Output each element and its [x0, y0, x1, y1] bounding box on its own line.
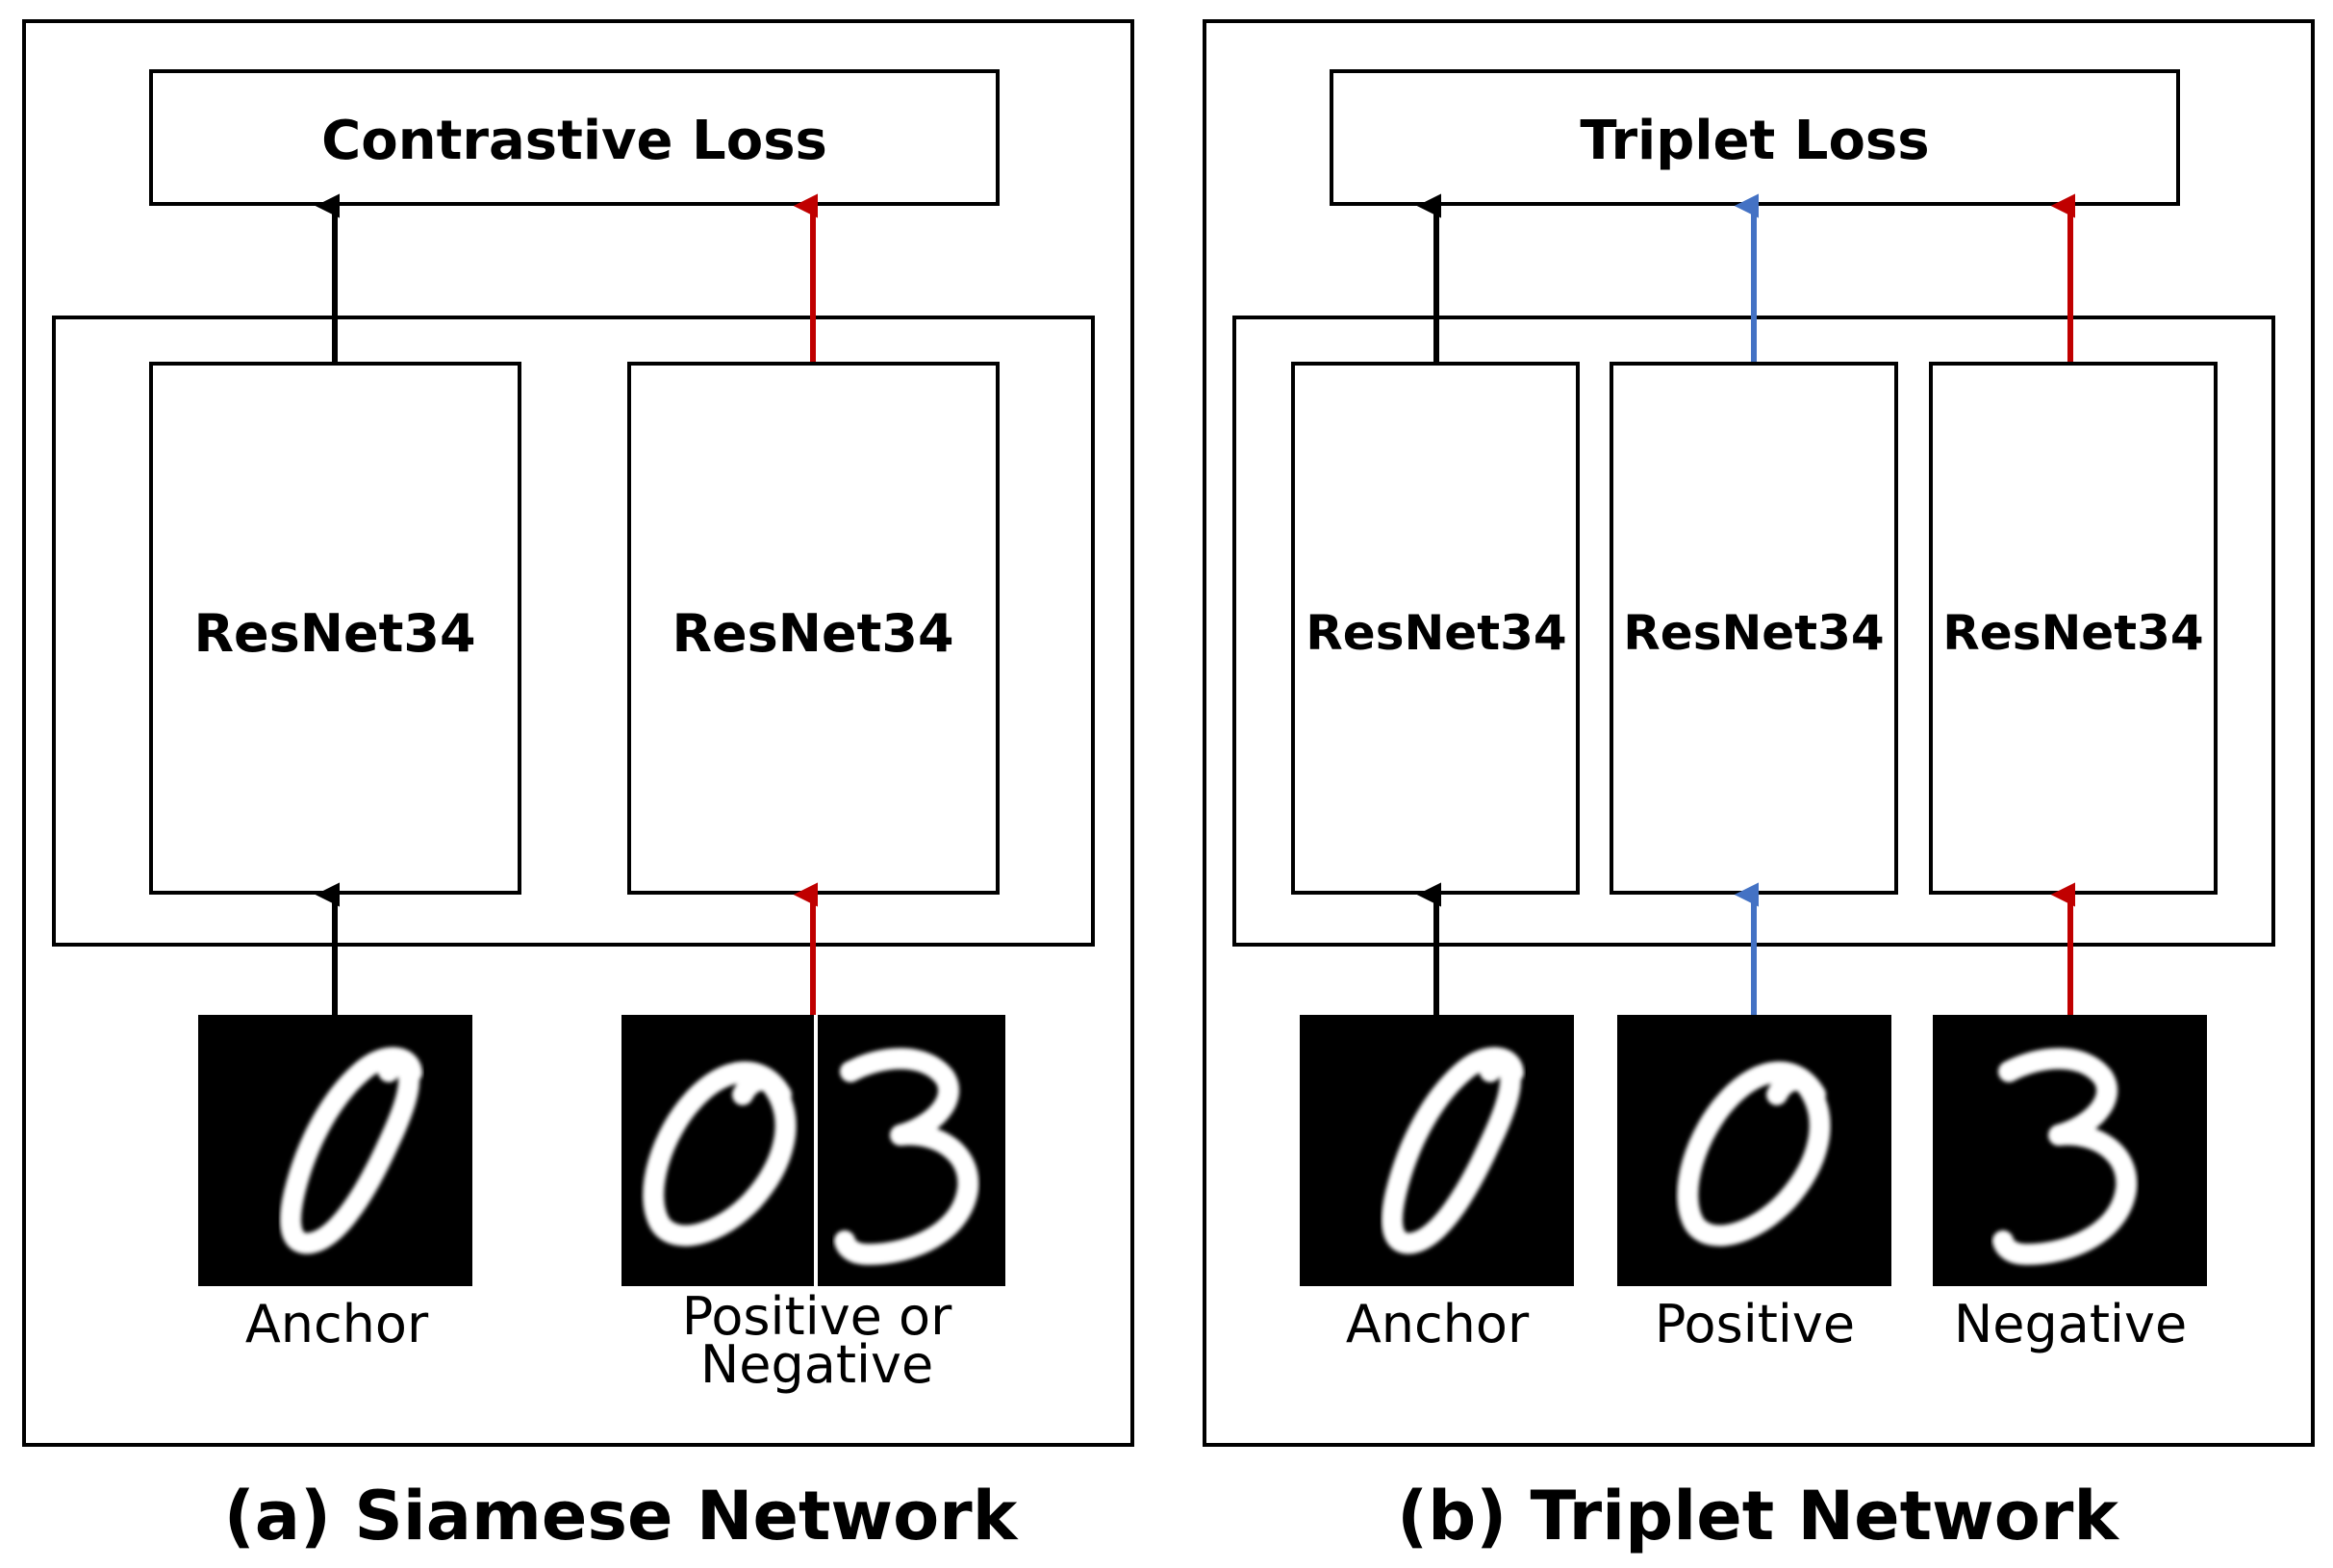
siamese-negative-digit-image	[818, 1015, 1005, 1286]
siamese-resnet-label-pair: ResNet34	[672, 603, 953, 664]
siamese-caption: (a) Siamese Network	[224, 1477, 1019, 1555]
triplet-anchor-digit-image	[1300, 1015, 1574, 1286]
contrastive-loss-label: Contrastive Loss	[321, 110, 827, 172]
siamese-resnet-box-anchor	[149, 362, 521, 895]
siamese-pair-label-line1: Positive or	[682, 1286, 952, 1347]
triplet-resnet-label-negative: ResNet34	[1942, 605, 2203, 661]
triplet-resnet-box-anchor	[1291, 362, 1580, 895]
siamese-panel: Contrastive Loss ResNet34 ResNet34 Ancho…	[22, 19, 1134, 1555]
triplet-positive-digit-image	[1617, 1015, 1891, 1286]
triplet-resnet-box-negative	[1929, 362, 2218, 895]
triplet-resnet-label-positive: ResNet34	[1623, 605, 1884, 661]
triplet-panel: Triplet Loss ResNet34 ResNet34 ResNet34	[1203, 19, 2315, 1555]
triplet-resnet-box-positive	[1610, 362, 1898, 895]
triplet-loss-label: Triplet Loss	[1580, 110, 1929, 172]
triplet-resnet-label-anchor: ResNet34	[1306, 605, 1566, 661]
siamese-anchor-digit-image	[198, 1015, 472, 1286]
siamese-anchor-label: Anchor	[245, 1294, 429, 1354]
triplet-loss-box	[1330, 69, 2180, 206]
triplet-caption: (b) Triplet Network	[1397, 1477, 2119, 1555]
triplet-positive-label: Positive	[1655, 1294, 1855, 1354]
contrastive-loss-box	[149, 69, 1000, 206]
triplet-negative-label: Negative	[1954, 1294, 2187, 1354]
siamese-resnet-label-anchor: ResNet34	[193, 603, 475, 664]
triplet-anchor-label: Anchor	[1346, 1294, 1530, 1354]
siamese-resnet-box-pair	[627, 362, 1000, 895]
siamese-positive-digit-image	[621, 1015, 814, 1286]
triplet-negative-digit-image	[1933, 1015, 2207, 1286]
siamese-pair-label-line2: Negative	[700, 1334, 933, 1395]
